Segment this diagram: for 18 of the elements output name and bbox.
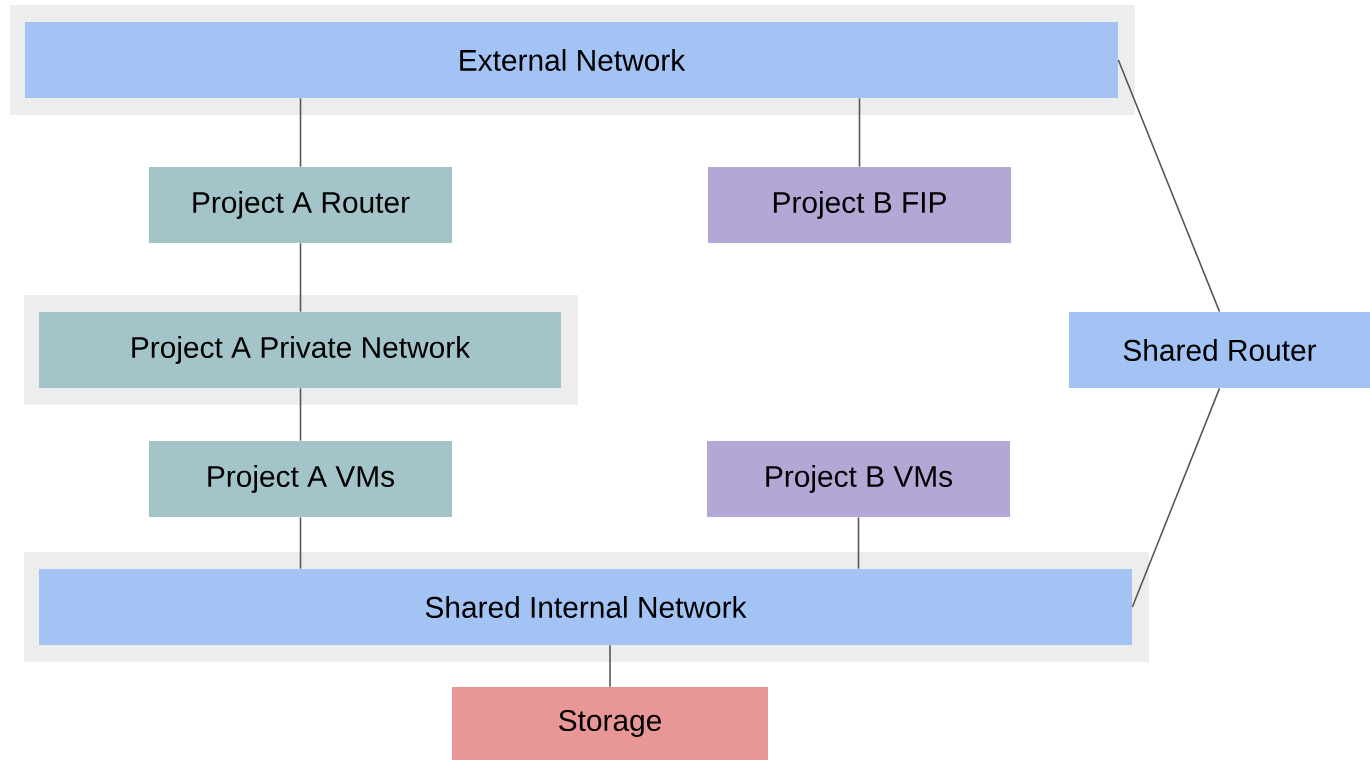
network-box: Shared Router bbox=[1069, 312, 1370, 388]
network-box: Project B FIP bbox=[708, 167, 1011, 243]
connector-line bbox=[299, 97, 302, 168]
network-box: Project A Router bbox=[149, 167, 452, 243]
network-box: External Network bbox=[25, 22, 1118, 98]
connector-line bbox=[609, 644, 611, 688]
connector-line bbox=[1117, 59, 1221, 313]
connector-line bbox=[1131, 387, 1221, 608]
network-box: Project A Private Network bbox=[39, 312, 561, 388]
network-box: Shared Internal Network bbox=[39, 569, 1132, 645]
connector-line bbox=[299, 242, 302, 313]
network-box: Storage bbox=[452, 687, 768, 760]
network-box: Project A VMs bbox=[149, 441, 452, 517]
connector-line bbox=[299, 516, 302, 570]
network-box: Project B VMs bbox=[707, 441, 1010, 517]
connector-line bbox=[858, 97, 861, 168]
connector-line bbox=[857, 516, 860, 570]
connector-line bbox=[299, 387, 302, 442]
